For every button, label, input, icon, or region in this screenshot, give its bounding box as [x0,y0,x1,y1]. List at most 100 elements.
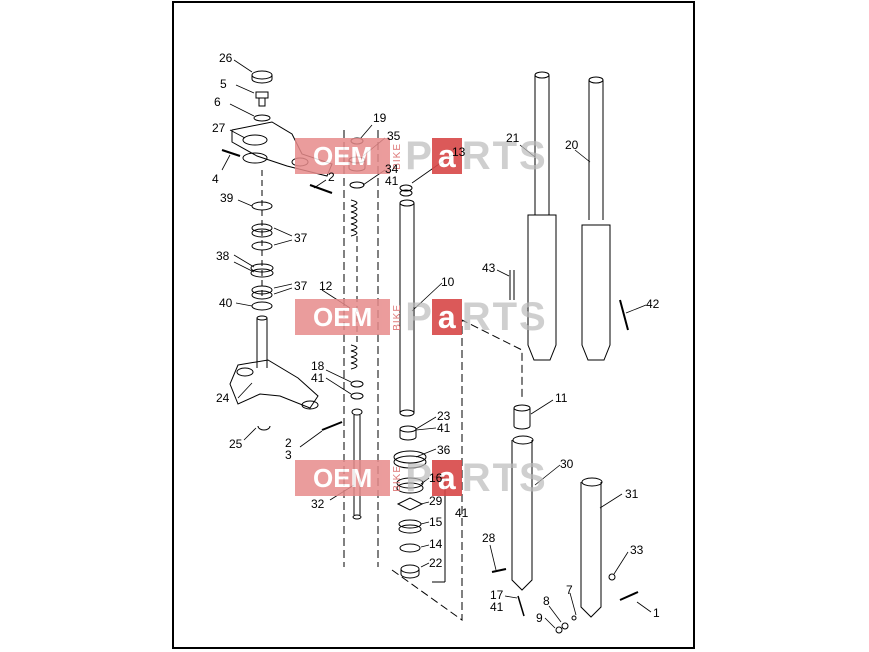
label-5: 5 [220,77,227,91]
part-8 [561,622,569,630]
part-21-fork-left [527,71,557,361]
part-33 [608,573,616,581]
label-14: 14 [429,537,443,551]
label-15: 15 [429,515,443,529]
label-37: 37 [294,279,308,293]
part-26-cap [251,70,273,80]
label-37: 37 [294,231,308,245]
part-10-tube [399,203,415,413]
watermark-rts: RTS [461,133,548,178]
part-28-bolt [491,568,507,573]
part-2-3-bolt [321,421,343,431]
label-27: 27 [212,121,226,135]
watermark-rts: RTS [461,294,548,339]
part-15 [398,519,422,529]
label-31: 31 [625,487,639,501]
label-25: 25 [229,437,243,451]
part-25-clip [257,425,271,431]
part-20-fork-right [581,76,611,361]
watermark-rts: RTS [461,455,548,500]
part-12-spring [350,199,358,370]
label-41: 41 [311,371,325,385]
label-30: 30 [560,457,574,471]
label-2: 2 [285,436,292,450]
leader-lines [221,59,652,629]
part-24-lower-bracket [229,359,319,409]
watermark-oem: OEM [295,299,391,335]
label-8: 8 [543,594,550,608]
part-1-bolt [619,591,639,601]
part-6-washer [253,114,271,122]
label-29: 29 [429,494,443,508]
label-41: 41 [490,600,504,614]
label-34: 34 [385,162,399,176]
part-43 [509,270,515,300]
label-24: 24 [216,391,230,405]
label-40: 40 [219,296,233,310]
part-38-race [250,263,274,273]
label-4: 4 [212,172,219,186]
label-2: 2 [328,170,335,184]
part-37-bearing [251,223,273,233]
label-20: 20 [565,138,579,152]
label-41: 41 [455,506,469,520]
label-7: 7 [566,583,573,597]
part-30-slider [511,435,534,591]
label-39: 39 [220,191,234,205]
label-42: 42 [646,297,660,311]
part-11 [513,408,531,430]
watermark-bike: BIKE [392,464,404,492]
watermark-p: P [405,455,432,500]
part-36 [393,450,427,464]
label-1: 1 [653,606,660,620]
label-23: 23 [437,409,451,423]
watermark-1: OEM BIKE P a RTS [295,134,548,178]
label-28: 28 [482,531,496,545]
label-12: 12 [319,279,333,293]
label-41: 41 [437,421,451,435]
part-34-oring [349,181,365,189]
label-19: 19 [373,111,387,125]
label-6: 6 [214,95,221,109]
watermark-p: P [405,133,432,178]
label-21: 21 [506,131,520,145]
label-10: 10 [441,275,455,289]
label-38: 38 [216,249,230,263]
part-22 [400,564,420,574]
watermark-oem: OEM [295,138,391,174]
watermark-oem: OEM [295,460,391,496]
watermark-2: OEM BIKE P a RTS [295,295,548,339]
label-22: 22 [429,556,443,570]
part-23 [399,429,417,441]
label-17: 17 [490,588,504,602]
diagram-frame [172,1,695,649]
label-33: 33 [630,543,644,557]
watermark-p: P [405,294,432,339]
label-11: 11 [555,391,568,405]
part-40-seal [251,301,273,311]
watermark-a: a [431,138,462,174]
label-32: 32 [311,497,325,511]
label-18: 18 [311,359,325,373]
part-14 [399,543,421,553]
label-26: 26 [219,51,233,65]
watermark-bike: BIKE [392,303,404,331]
label-16: 16 [429,471,443,485]
label-13: 13 [452,145,466,159]
label-36: 36 [437,443,451,457]
part-13 [399,184,413,192]
label-43: 43 [482,261,496,275]
part-42 [619,299,629,331]
watermark-a: a [431,299,462,335]
label-3: 3 [285,448,292,462]
part-18 [350,380,364,388]
label-35: 35 [387,129,401,143]
watermark-3: OEM BIKE P a RTS [295,456,548,500]
label-41: 41 [385,174,399,188]
part-2-bolt [309,184,333,194]
part-31-slider [580,477,603,618]
part-9 [555,626,563,634]
watermark-a: a [431,460,462,496]
part-4-bolt [221,149,241,157]
